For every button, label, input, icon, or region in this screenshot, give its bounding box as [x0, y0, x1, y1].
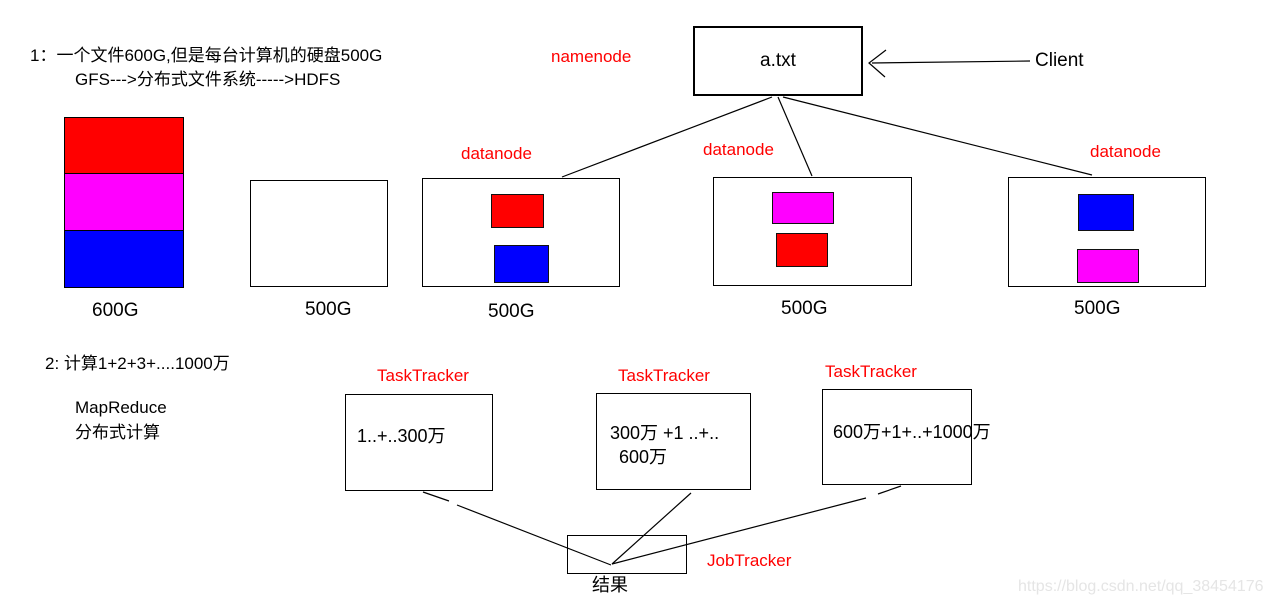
datanode2-label: datanode: [703, 140, 774, 159]
file-600g-stack: [64, 117, 184, 288]
section1-heading-line1: 1：一个文件600G,但是每台计算机的硬盘500G: [30, 46, 383, 65]
namenode-label: namenode: [551, 47, 632, 66]
namenode-file-box: a.txt: [693, 26, 863, 96]
tasktracker1-label: TaskTracker: [377, 366, 469, 385]
tasktracker1-task-text: 1..+..300万: [357, 426, 446, 446]
datanode1-block-red: [491, 194, 544, 228]
tasktracker2-task-text-line1: 300万 +1 ..+..: [610, 423, 720, 443]
file-name-text: a.txt: [760, 50, 796, 71]
file-stack-size-label: 600G: [92, 300, 139, 321]
datanode1-box: [422, 178, 620, 287]
tasktracker3-task-text: 600万+1+..+1000万: [833, 422, 991, 442]
datanode3-label: datanode: [1090, 142, 1161, 161]
tasktracker3-box: 600万+1+..+1000万: [822, 389, 991, 485]
datanode2-box: [713, 177, 912, 286]
datanode1-capacity-label: 500G: [488, 301, 535, 322]
datanode3-box: [1008, 177, 1206, 287]
datanode3-block-blue: [1078, 194, 1134, 231]
file-block-magenta: [64, 173, 184, 231]
jobtracker-label: JobTracker: [707, 551, 792, 570]
line-atxt-to-datanode1: [561, 96, 773, 178]
distributed-computing-label: 分布式计算: [75, 423, 160, 442]
client-label: Client: [1035, 50, 1084, 71]
tasktracker2-label: TaskTracker: [618, 366, 710, 385]
tasktracker1-box: 1..+..300万: [345, 394, 493, 491]
file-block-blue: [64, 230, 184, 288]
result-label: 结果: [592, 575, 628, 595]
file-block-red: [64, 117, 184, 174]
tasktracker2-task-text-line2: 600万: [619, 447, 668, 467]
datanode2-capacity-label: 500G: [781, 298, 828, 319]
section2-heading: 2: 计算1+2+3+....1000万: [45, 354, 230, 373]
datanode1-block-blue: [494, 245, 549, 283]
client-arrowhead-icon: [868, 49, 887, 78]
datanode2-block-magenta: [772, 192, 834, 224]
line-atxt-to-datanode3: [782, 96, 1093, 176]
datanode1-label: datanode: [461, 144, 532, 163]
datanode2-block-red: [776, 233, 828, 267]
tasktracker2-box: 300万 +1 ..+.. 600万: [596, 393, 751, 490]
mapreduce-label: MapReduce: [75, 398, 167, 417]
empty-disk-capacity-label: 500G: [305, 299, 352, 320]
tasktracker3-label: TaskTracker: [825, 362, 917, 381]
line-atxt-to-datanode2: [777, 96, 813, 177]
section1-heading-line2: GFS--->分布式文件系统----->HDFS: [75, 70, 341, 89]
result-box: [567, 535, 687, 574]
empty-disk-box: [250, 180, 388, 287]
datanode3-capacity-label: 500G: [1074, 298, 1121, 319]
datanode3-block-magenta: [1077, 249, 1139, 283]
watermark-text: https://blog.csdn.net/qq_38454176: [1018, 578, 1264, 595]
client-arrow-line: [871, 60, 1031, 64]
